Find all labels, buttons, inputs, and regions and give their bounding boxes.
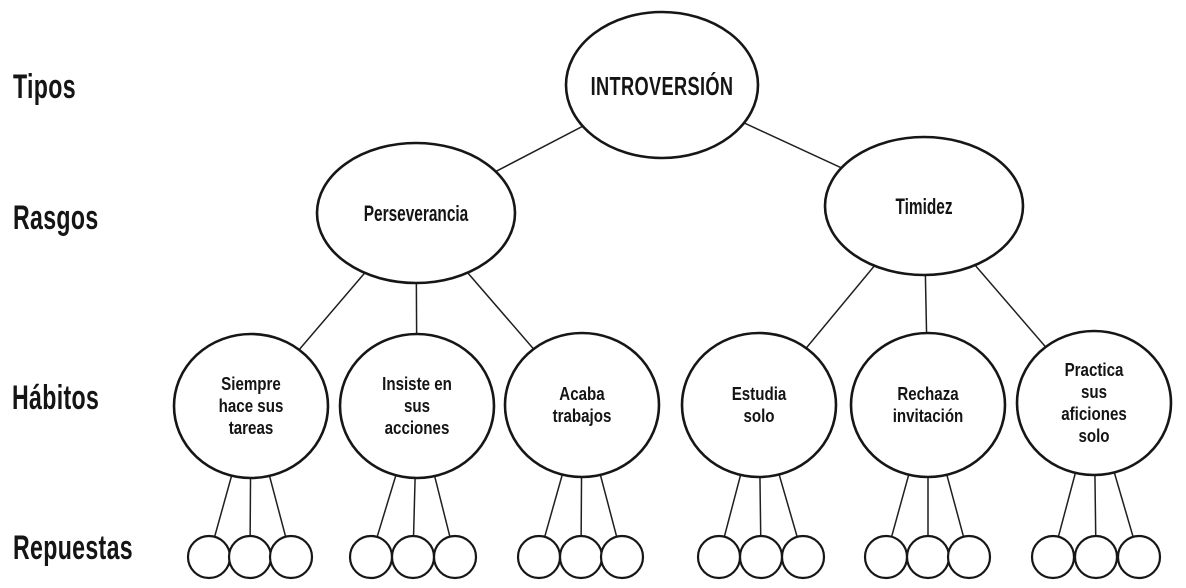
response-circle <box>1073 534 1119 580</box>
ellipse-timidez <box>823 135 1025 277</box>
response-circle <box>227 534 273 580</box>
response-circle <box>738 534 784 580</box>
response-circle <box>558 534 604 580</box>
habit-line: aficiones <box>1061 404 1127 424</box>
node-label-habit-1: Siempre hace sus tareas <box>219 373 284 439</box>
habit-line: sus <box>403 396 431 416</box>
response-circle <box>863 534 909 580</box>
circle-habit-2 <box>338 332 496 480</box>
ellipse-perseverancia <box>315 141 517 285</box>
response-circle <box>432 534 478 580</box>
habit-line: tareas <box>228 418 274 438</box>
circle-habit-3 <box>503 331 661 479</box>
response-circle <box>186 534 232 580</box>
row-label-tipos: Tipos <box>13 68 76 106</box>
response-circle <box>1116 534 1162 580</box>
row-label-rasgos: Rasgos <box>13 199 99 237</box>
node-label-habit-3: Acaba trabajos <box>553 383 612 427</box>
circle-habit-6 <box>1015 329 1173 477</box>
circle-habit-5 <box>849 331 1007 479</box>
habit-line: Siempre <box>221 374 281 394</box>
habit-line: sus <box>1080 382 1108 402</box>
response-circle <box>905 534 951 580</box>
habit-line: Acaba <box>559 384 605 404</box>
habit-line: solo <box>743 406 775 426</box>
node-label-habit-5: Rechaza invitación <box>893 383 964 427</box>
response-circle <box>1030 534 1076 580</box>
response-circle <box>780 534 826 580</box>
circle-habit-4 <box>680 331 838 479</box>
response-circle <box>348 534 394 580</box>
row-label-repuestas: Repuestas <box>13 529 133 567</box>
habit-line: Estudia <box>731 384 787 404</box>
response-circle <box>516 534 562 580</box>
node-label-perseverancia: Perseverancia <box>363 201 469 226</box>
circle-habit-1 <box>172 332 330 480</box>
habit-line: hace sus <box>218 396 284 416</box>
row-label-habitos: Hábitos <box>12 379 100 417</box>
response-circle <box>390 534 436 580</box>
node-label-introversion: INTROVERSIÓN <box>590 71 734 101</box>
node-label-habit-2: Insiste en sus acciones <box>382 373 452 439</box>
response-circles <box>186 534 1162 580</box>
habit-line: solo <box>1078 426 1110 446</box>
node-label-timidez: Timidez <box>895 194 953 219</box>
habit-line: acciones <box>384 418 450 438</box>
habit-line: Rechaza <box>897 384 959 404</box>
habit-line: Insiste en <box>382 374 452 394</box>
response-circle <box>268 534 314 580</box>
habit-line: trabajos <box>552 406 612 426</box>
response-circle <box>946 534 992 580</box>
habit-line: Practica <box>1064 360 1124 380</box>
response-circle <box>599 534 645 580</box>
node-shapes <box>172 10 1173 480</box>
ellipse-introversion <box>564 10 760 160</box>
response-circle <box>696 534 742 580</box>
node-label-habit-6: Practica sus aficiones solo <box>1061 359 1127 447</box>
habit-line: invitación <box>892 406 964 426</box>
node-label-habit-4: Estudia solo <box>732 383 787 427</box>
